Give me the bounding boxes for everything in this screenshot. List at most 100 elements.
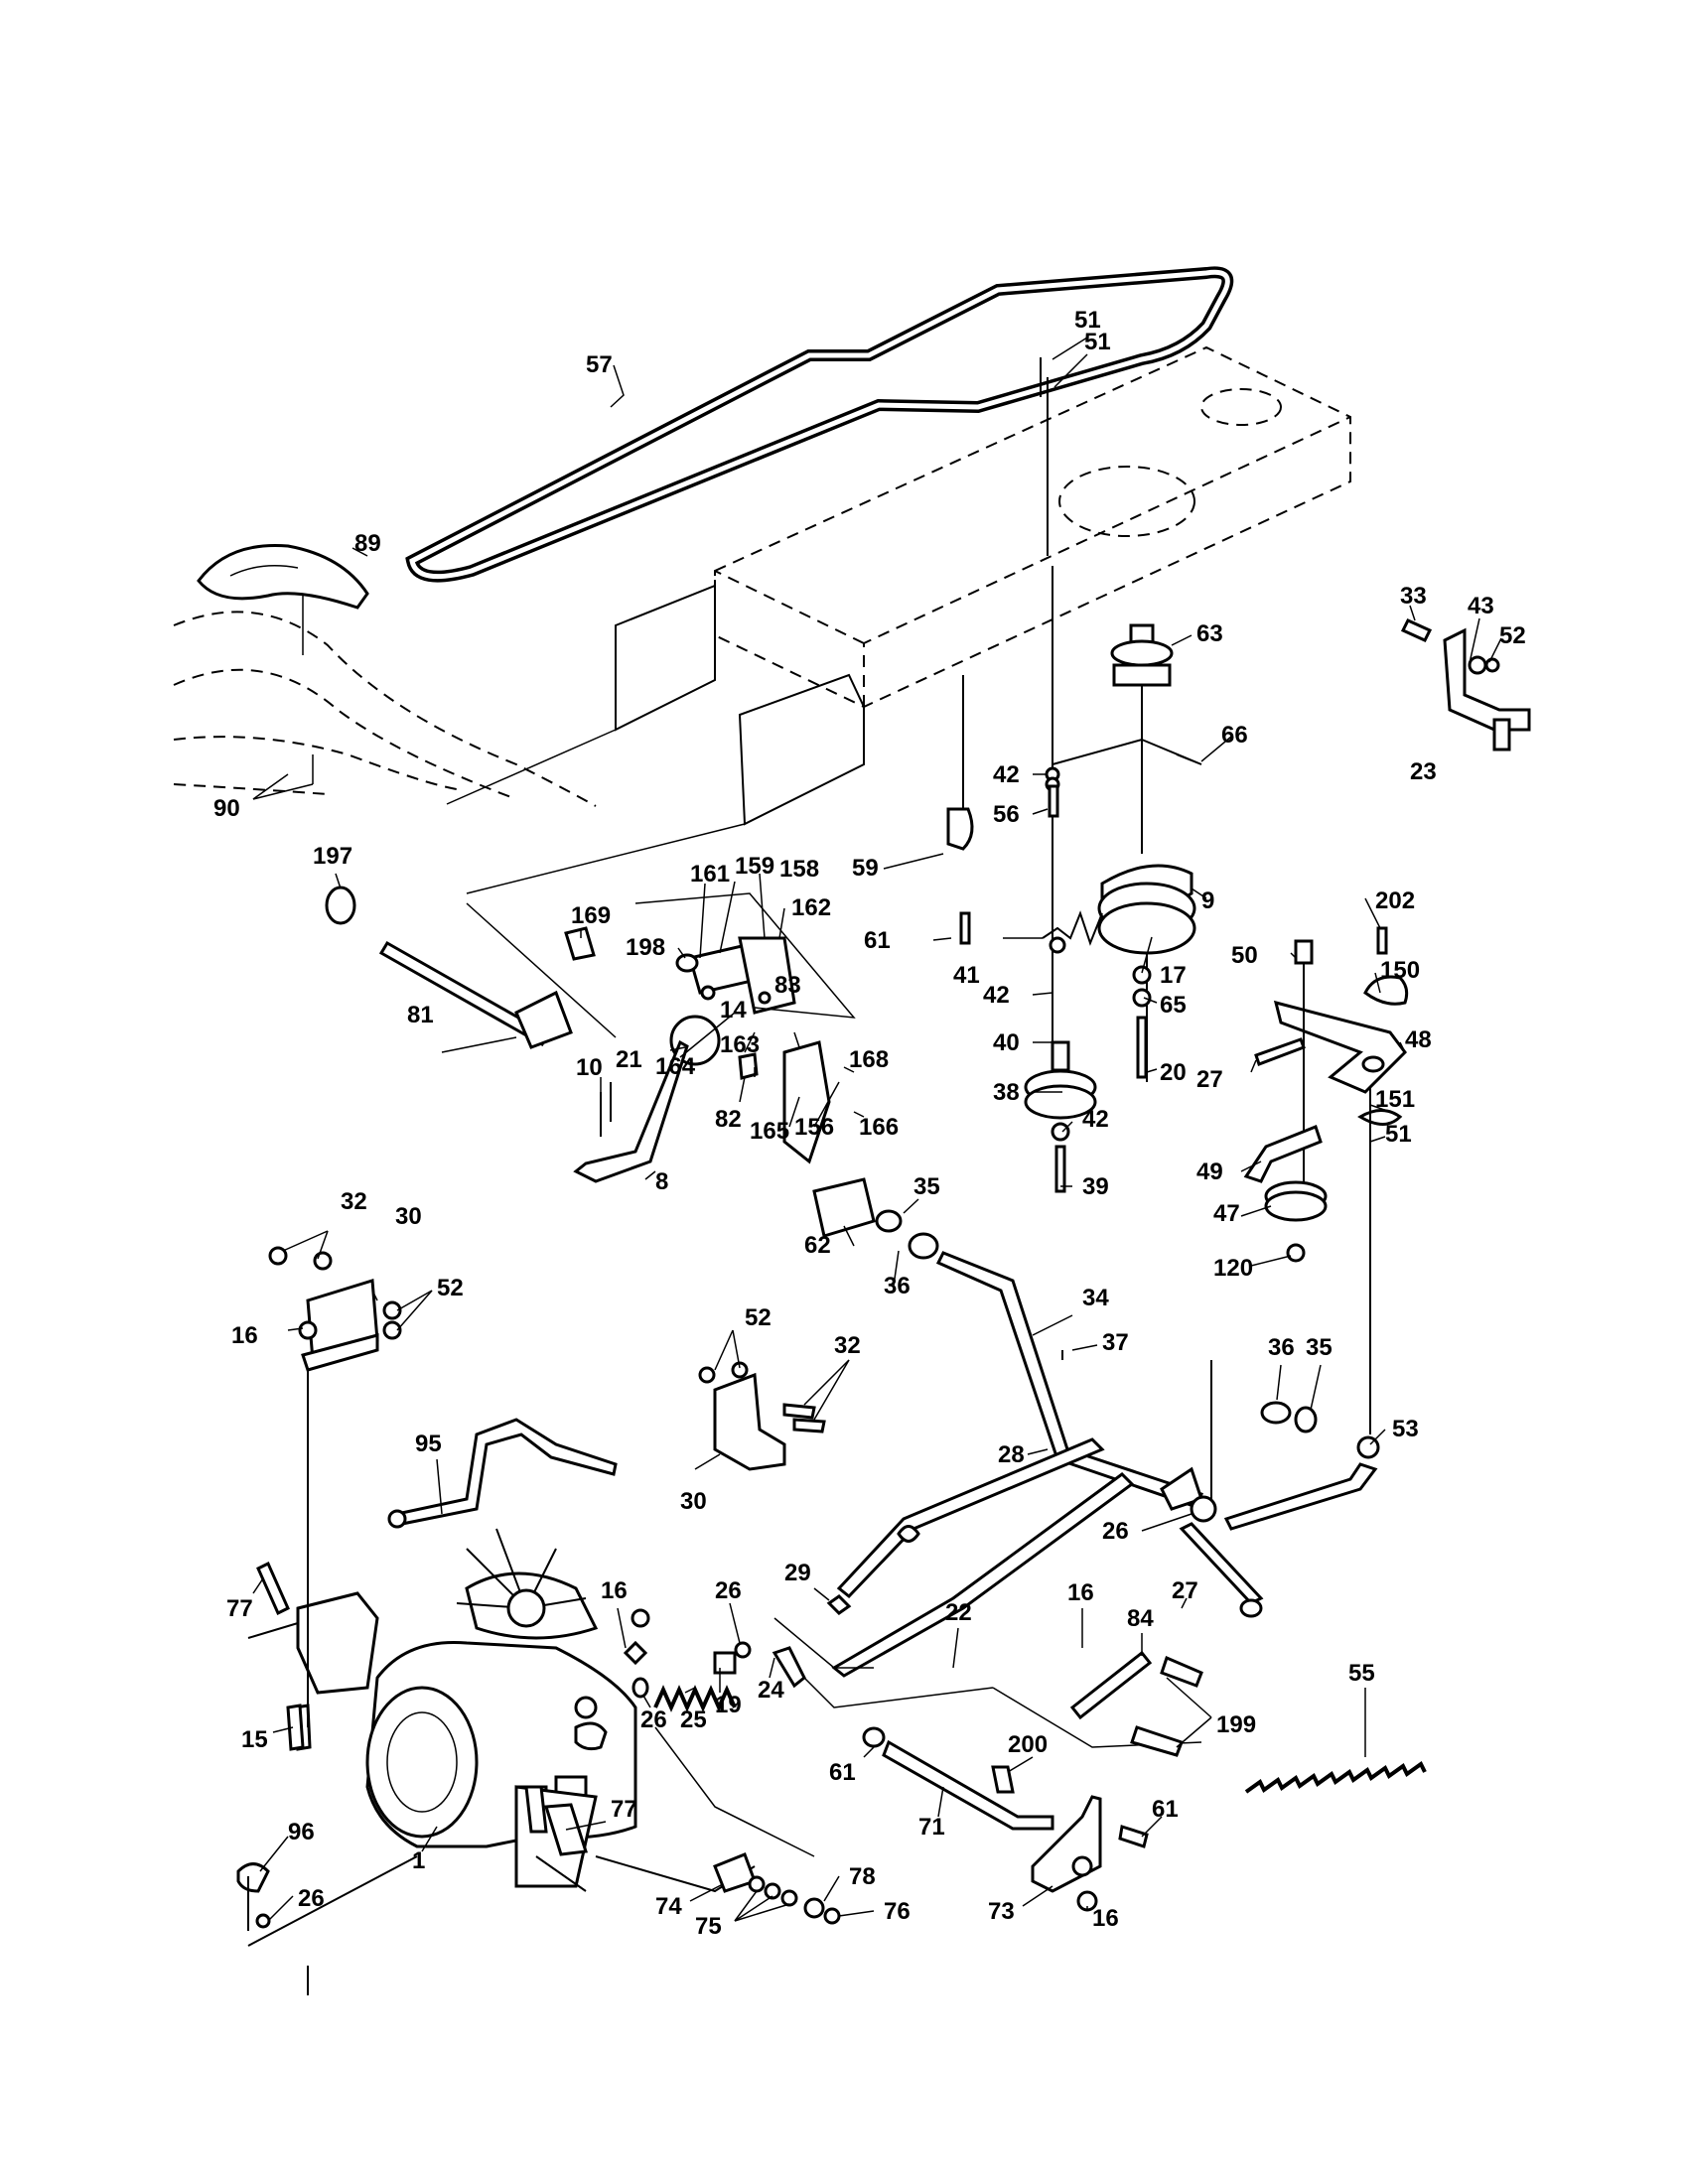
callout-32: 32 — [341, 1188, 367, 1215]
callout-66: 66 — [1221, 722, 1248, 749]
callout-199: 199 — [1216, 1711, 1256, 1738]
deck-cover — [173, 543, 597, 807]
callout-16: 16 — [1092, 1905, 1119, 1932]
rod-84 — [1069, 1650, 1203, 1757]
callout-51: 51 — [1084, 329, 1111, 355]
callout-47: 47 — [1213, 1200, 1240, 1227]
callout-19: 19 — [715, 1692, 742, 1718]
callout-22: 22 — [945, 1599, 972, 1626]
callout-202: 202 — [1375, 887, 1415, 914]
callout-40: 40 — [993, 1029, 1020, 1056]
callout-158: 158 — [779, 856, 819, 883]
callout-82: 82 — [715, 1106, 742, 1133]
callout-32: 32 — [834, 1332, 861, 1359]
callout-50: 50 — [1231, 942, 1258, 969]
callout-59: 59 — [852, 855, 879, 882]
rod-81 — [325, 886, 617, 1049]
callout-10: 10 — [576, 1054, 603, 1081]
callout-27: 27 — [1196, 1066, 1223, 1093]
callout-20: 20 — [1160, 1059, 1187, 1086]
callout-42: 42 — [1082, 1106, 1109, 1133]
callout-150: 150 — [1380, 957, 1420, 984]
callout-74: 74 — [655, 1893, 682, 1920]
callout-43: 43 — [1468, 593, 1494, 619]
callout-26: 26 — [640, 1706, 667, 1733]
callout-9: 9 — [1201, 887, 1214, 914]
callout-200: 200 — [1008, 1731, 1048, 1758]
callout-34: 34 — [1082, 1285, 1109, 1311]
rod-95 — [387, 1418, 618, 1529]
callout-30: 30 — [680, 1488, 707, 1515]
callout-56: 56 — [993, 801, 1020, 828]
callout-52: 52 — [437, 1275, 464, 1301]
clip-96 — [236, 1862, 271, 1931]
callout-96: 96 — [288, 1819, 315, 1845]
callout-51: 51 — [1074, 307, 1101, 334]
callout-120: 120 — [1213, 1255, 1253, 1282]
callout-78: 78 — [849, 1863, 876, 1890]
bracket-48 — [1243, 926, 1409, 1434]
callout-25: 25 — [680, 1706, 707, 1733]
callout-65: 65 — [1160, 992, 1187, 1019]
callout-35: 35 — [913, 1173, 940, 1200]
frame-plates — [446, 584, 865, 894]
callout-151: 151 — [1375, 1086, 1415, 1113]
callout-77: 77 — [226, 1595, 253, 1622]
callout-77: 77 — [611, 1796, 637, 1823]
callout-83: 83 — [774, 972, 801, 999]
drive-belt — [405, 266, 1234, 583]
callout-95: 95 — [415, 1431, 442, 1457]
callout-168: 168 — [849, 1046, 889, 1073]
callout-17: 17 — [1160, 962, 1187, 989]
callout-42: 42 — [983, 982, 1010, 1009]
callout-55: 55 — [1348, 1660, 1375, 1687]
callout-156: 156 — [794, 1114, 834, 1141]
callout-73: 73 — [988, 1898, 1015, 1925]
callout-35: 35 — [1306, 1334, 1333, 1361]
callout-61: 61 — [1152, 1796, 1179, 1823]
callout-38: 38 — [993, 1079, 1020, 1106]
callout-16: 16 — [601, 1577, 628, 1604]
pulley-stack — [946, 357, 1202, 1193]
callout-198: 198 — [626, 934, 665, 961]
callout-61: 61 — [864, 927, 891, 954]
callout-26: 26 — [1102, 1518, 1129, 1545]
callout-labels: 57 51 51 89 33 43 52 63 23 66 90 42 56 1… — [213, 307, 1526, 1940]
callout-169: 169 — [571, 902, 611, 929]
callout-15: 15 — [241, 1726, 268, 1753]
callout-8: 8 — [655, 1168, 668, 1195]
callout-29: 29 — [784, 1560, 811, 1586]
bolt-27 — [1179, 1522, 1264, 1618]
callout-14: 14 — [720, 997, 747, 1024]
callout-62: 62 — [804, 1232, 831, 1259]
callout-28: 28 — [998, 1441, 1025, 1468]
callout-159: 159 — [735, 853, 774, 880]
callout-27: 27 — [1172, 1577, 1198, 1604]
callout-1: 1 — [412, 1847, 425, 1874]
callout-165: 165 — [750, 1118, 789, 1145]
callout-164: 164 — [655, 1053, 696, 1080]
callout-166: 166 — [859, 1114, 899, 1141]
bracket-30-middle — [698, 1361, 826, 1471]
bracket-30-left — [268, 1246, 402, 1727]
pivot-15 — [286, 1704, 305, 1751]
callout-16: 16 — [231, 1322, 258, 1349]
rods-28-22 — [773, 1435, 1380, 1748]
callout-81: 81 — [407, 1002, 434, 1028]
callout-52: 52 — [1499, 622, 1526, 649]
callout-76: 76 — [884, 1898, 911, 1925]
callout-41: 41 — [953, 962, 980, 989]
callout-197: 197 — [313, 843, 352, 870]
lever-8 — [573, 1015, 721, 1183]
callout-53: 53 — [1392, 1416, 1419, 1442]
callout-36: 36 — [884, 1273, 911, 1299]
frame-outline — [714, 345, 1351, 709]
callout-26: 26 — [298, 1885, 325, 1912]
callout-75: 75 — [695, 1913, 722, 1940]
transmission — [247, 1528, 756, 1995]
linkage-71-73 — [862, 1726, 1149, 1912]
callout-21: 21 — [616, 1046, 642, 1073]
callout-16: 16 — [1067, 1579, 1094, 1606]
callout-48: 48 — [1405, 1026, 1432, 1053]
callout-36: 36 — [1268, 1334, 1295, 1361]
